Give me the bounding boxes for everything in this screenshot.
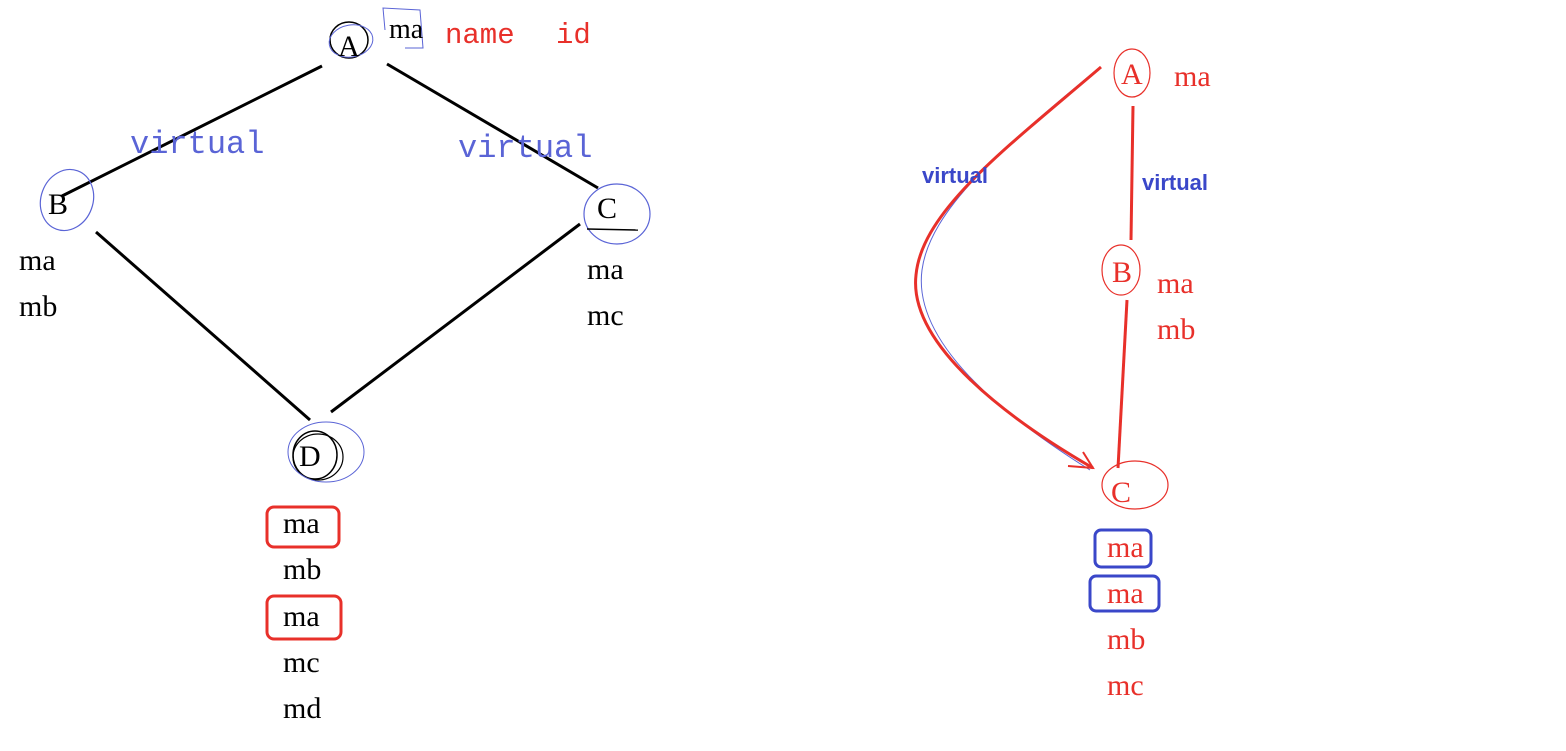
node-d-circle-2 — [292, 433, 344, 481]
node-c-circle — [583, 183, 651, 245]
edge-label-virtual-ab: virtual — [1142, 170, 1208, 195]
node-c-label: C — [1111, 476, 1131, 509]
node-b-member-2: mb — [1157, 313, 1195, 346]
node-c-highlight-2 — [1088, 574, 1161, 613]
edge-a-c-curve — [914, 65, 1102, 470]
node-b: B ma mb — [1101, 244, 1195, 346]
node-c-member-1: ma — [1107, 531, 1144, 564]
node-a-circle — [1113, 48, 1151, 98]
edge-a-b — [61, 64, 323, 198]
edge-a-c-arrowhead — [1067, 451, 1095, 470]
right-diagram: A ma B ma mb C ma ma mb mc virtual virtu… — [914, 48, 1211, 702]
node-c-member-2: mc — [587, 299, 624, 332]
node-a-label: A — [1121, 58, 1143, 91]
node-b: B ma mb — [19, 168, 95, 323]
node-a-member: ma — [389, 14, 424, 45]
node-a-label: A — [338, 30, 360, 63]
node-d: D ma mb ma mc md — [265, 421, 365, 725]
node-a-circle — [329, 21, 369, 59]
node-c-circle — [1101, 460, 1169, 510]
node-a-member: ma — [1174, 60, 1211, 93]
node-d-highlight-2 — [265, 594, 343, 641]
node-d-highlight-1 — [265, 505, 341, 549]
node-d-member-2: mb — [283, 553, 321, 586]
node-d-member-3: ma — [283, 600, 320, 633]
node-c-member-1: ma — [587, 253, 624, 286]
node-b-circle — [39, 168, 95, 232]
node-b-member-2: mb — [19, 290, 57, 323]
edge-a-c — [386, 62, 599, 190]
node-d-member-5: md — [283, 692, 321, 725]
node-a: A ma — [1113, 48, 1211, 98]
node-d-circle-sketch — [287, 421, 365, 483]
edge-label-virtual-ac: virtual — [458, 130, 592, 167]
edge-label-virtual-ab: virtual — [130, 126, 264, 163]
edge-c-d — [330, 222, 581, 414]
annotation-name: name — [445, 19, 515, 52]
node-c-underline — [586, 228, 639, 231]
edge-b-d — [95, 230, 311, 422]
annotation-id: id — [556, 19, 591, 52]
node-c-highlight-1 — [1093, 528, 1153, 569]
node-b-member-1: ma — [19, 244, 56, 277]
node-d-member-1: ma — [283, 507, 320, 540]
node-c-label: C — [597, 192, 617, 225]
node-a-circle-sketch — [328, 24, 374, 58]
node-a: A ma name id — [328, 7, 591, 63]
node-c: C ma mc — [583, 183, 651, 332]
node-c: C ma ma mb mc — [1088, 460, 1169, 702]
node-a-member-bracket — [382, 7, 424, 49]
node-b-label: B — [1112, 256, 1132, 289]
node-b-label: B — [48, 188, 68, 221]
edge-b-c — [1116, 299, 1129, 469]
node-b-circle — [1101, 244, 1141, 296]
node-d-label: D — [299, 440, 321, 473]
node-c-member-3: mb — [1107, 623, 1145, 656]
node-b-member-1: ma — [1157, 267, 1194, 300]
edge-a-b — [1129, 105, 1135, 241]
node-c-member-4: mc — [1107, 669, 1144, 702]
left-diagram: A ma name id B ma mb C ma mc D — [19, 7, 651, 725]
node-c-member-2: ma — [1107, 577, 1144, 610]
edge-label-virtual-curve: virtual — [922, 163, 988, 188]
node-d-member-4: mc — [283, 646, 320, 679]
